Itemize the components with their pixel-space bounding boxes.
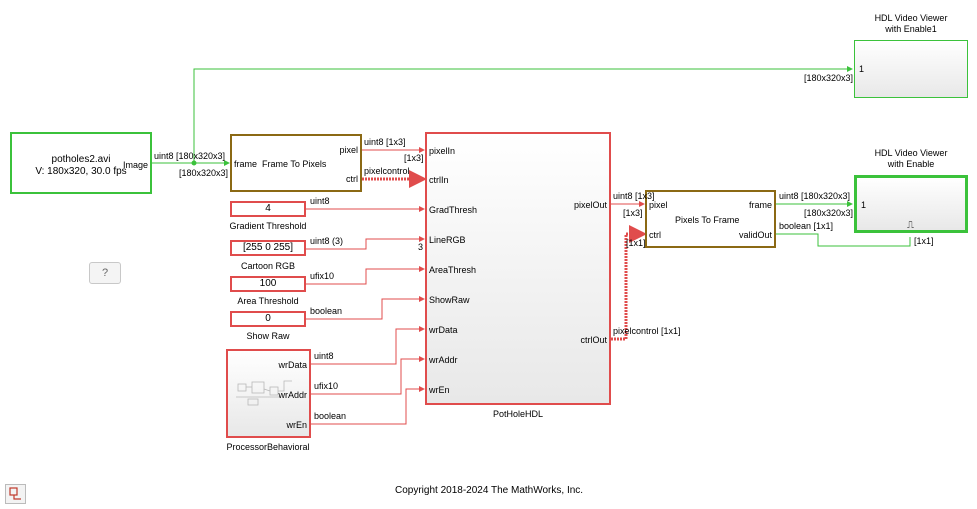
sig-pixel-type: uint8 [1x3] (364, 137, 406, 147)
processor-port-wraddr: wrAddr (278, 390, 307, 400)
sig-frame-dim: [180x320x3] (804, 208, 854, 218)
port-GradThresh: GradThresh (429, 205, 478, 215)
port-LineRGB: LineRGB (429, 235, 466, 245)
sig-ctrl-label: pixelcontrol (364, 166, 410, 176)
constant-gradient[interactable]: 4 (230, 201, 306, 217)
frame-to-pixels-block[interactable]: frame Frame To Pixels pixel ctrl (230, 134, 362, 192)
sig-rgb-width: 3 (418, 242, 424, 252)
viewer2-port: 1 (861, 200, 867, 210)
processor-name: ProcessorBehavioral (226, 442, 310, 452)
port-AreaThresh: AreaThresh (429, 265, 477, 275)
processor-behavioral-block[interactable]: wrData wrAddr wrEn (226, 349, 311, 438)
pixels-to-frame-block[interactable]: pixel ctrl Pixels To Frame frame validOu… (645, 190, 776, 248)
sig-frame-type: uint8 [180x320x3] (779, 191, 851, 201)
p2f-in-ctrl: ctrl (649, 230, 661, 240)
model-browser-glyph-icon (9, 487, 21, 500)
f2p-out-pixel: pixel (339, 145, 358, 155)
video-viewer-1-block[interactable]: 1 (854, 40, 968, 98)
constant-area[interactable]: 100 (230, 276, 306, 292)
sig-show-type: boolean (310, 306, 343, 316)
video-viewer-2-block[interactable]: 1 ⎍ (854, 175, 968, 233)
p2f-out-frame: frame (748, 200, 772, 210)
enable-icon: ⎍ (907, 220, 914, 231)
sig-valid-dim: [1x1] (914, 236, 934, 246)
port-wrEn: wrEn (429, 385, 450, 395)
copyright-text: Copyright 2018-2024 The MathWorks, Inc. (395, 485, 584, 496)
video-source-block[interactable]: potholes2.avi V: 180x320, 30.0 fps Image (10, 132, 152, 194)
wire-source (152, 66, 853, 166)
f2p-title: Frame To Pixels (262, 159, 327, 169)
constant-rgb[interactable]: [255 0 255] (230, 240, 306, 256)
port-wrAddr: wrAddr (429, 355, 458, 365)
sig-wren-type: boolean (314, 411, 347, 421)
processor-port-wren: wrEn (286, 420, 307, 430)
pothole-hdl-block[interactable]: pixelIn ctrlIn GradThresh LineRGB AreaTh… (425, 132, 611, 405)
f2p-out-ctrl: ctrl (346, 174, 358, 184)
processor-port-wrdata: wrData (278, 360, 307, 370)
sig-src-dim: [180x320x3] (179, 168, 229, 178)
sig-pixout-dim: [1x3] (623, 208, 643, 218)
sig-grad-type: uint8 (310, 196, 330, 206)
constant-rgb-label: Cartoon RGB (240, 261, 296, 271)
port-pixelIn: pixelIn (429, 146, 456, 156)
port-wrData: wrData (429, 325, 458, 335)
p2f-in-pixel: pixel (649, 200, 668, 210)
source-port-label: Image (122, 160, 148, 170)
viewer1-port: 1 (859, 64, 865, 74)
port-ShowRaw: ShowRaw (429, 295, 470, 305)
wire-p2f-out (776, 201, 911, 247)
source-format: V: 180x320, 30.0 fps (35, 166, 127, 177)
sig-wraddr-type: ufix10 (314, 381, 339, 391)
constant-area-label: Area Threshold (237, 296, 299, 306)
sig-src-type: uint8 [180x320x3] (154, 151, 226, 161)
constant-gradient-label: Gradient Threshold (229, 221, 307, 231)
wire-constants (306, 206, 425, 320)
p2f-title: Pixels To Frame (675, 215, 740, 225)
sig-pixel-dim: [1x3] (404, 153, 424, 163)
help-button[interactable]: ? (89, 262, 121, 284)
source-file: potholes2.avi (51, 154, 111, 165)
wire-processor (311, 326, 425, 425)
sig-pixout-type: uint8 [1x3] (613, 191, 655, 201)
sig-rgb-type: uint8 (3) (310, 236, 344, 246)
sig-valid-type: boolean [1x1] (779, 221, 834, 231)
model-browser-icon[interactable] (5, 484, 26, 504)
processor-thumbnail-icon (236, 380, 292, 406)
constant-showraw[interactable]: 0 (230, 311, 306, 327)
pothole-name: PotHoleHDL (492, 409, 544, 419)
port-ctrlOut: ctrlOut (580, 335, 607, 345)
sig-area-type: ufix10 (310, 271, 335, 281)
sig-ctrlin-dim: [1x1] (626, 238, 646, 248)
f2p-in-frame: frame (234, 159, 258, 169)
constant-showraw-label: Show Raw (246, 331, 290, 341)
wire-pothole-out (611, 201, 647, 341)
port-pixelOut: pixelOut (573, 200, 607, 210)
sig-wrdata-type: uint8 (314, 351, 334, 361)
sig-viewer1-dim: [180x320x3] (804, 73, 854, 83)
sig-ctrlout-type: pixelcontrol [1x1] (613, 326, 681, 336)
port-ctrlIn: ctrlIn (429, 175, 449, 185)
p2f-out-valid: validOut (738, 230, 772, 240)
wire-f2p-out (362, 147, 427, 188)
